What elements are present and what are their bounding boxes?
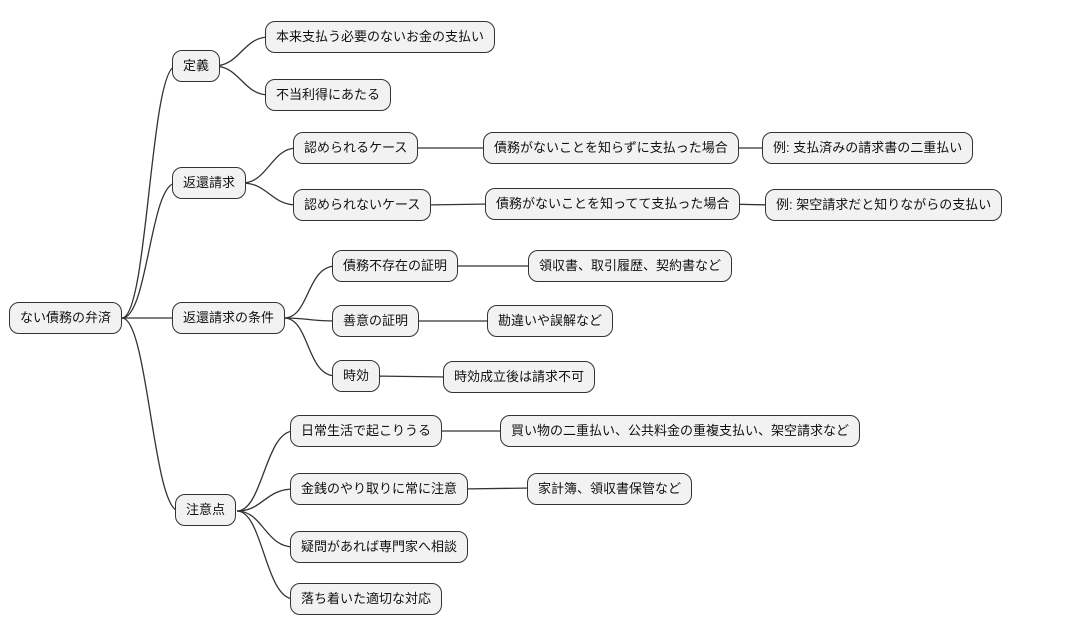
node-chuiten: 注意点 [175, 494, 237, 526]
node-proof-no-debt: 債務不存在の証明 [332, 250, 459, 282]
link-henkan-ng [241, 182, 298, 206]
link-teigi-2 [213, 65, 270, 96]
node-jiko-no-claim: 時効成立後は請求不可 [443, 361, 596, 393]
node-teigi: 定義 [172, 50, 221, 82]
node-misunderstanding: 勘違いや誤解など [487, 305, 614, 337]
node-calm-response: 落ち着いた適切な対応 [290, 583, 443, 615]
node-case-allowed: 認められるケース [293, 132, 419, 164]
link-joken-2 [283, 317, 337, 322]
node-henkan-joken: 返還請求の条件 [172, 302, 286, 334]
node-root: ない債務の弁済 [9, 302, 123, 334]
node-henkan-seikyu: 返還請求 [172, 167, 247, 199]
link-root-henkan [121, 182, 177, 319]
link-root-teigi [121, 65, 177, 319]
node-receipts-records: 領収書、取引履歴、契約書など [528, 250, 733, 282]
node-example-double-payment: 例: 支払済みの請求書の二重払い [762, 132, 974, 164]
link-chui-1 [236, 430, 295, 512]
link-ng-case [422, 203, 492, 206]
node-consult-expert: 疑問があれば専門家へ相談 [290, 531, 469, 563]
link-joken-1 [283, 265, 337, 319]
node-example-fictitious-billing: 例: 架空請求だと知りながらの支払い [765, 189, 1003, 221]
link-chui-2a [460, 487, 534, 490]
node-proof-good-faith: 善意の証明 [332, 305, 420, 337]
link-root-chui [121, 317, 180, 512]
link-chui-3 [236, 510, 295, 548]
node-paid-knowingly: 債務がないことを知ってて支払った場合 [485, 188, 741, 220]
node-household-records: 家計簿、領収書保管など [527, 473, 693, 505]
node-paid-unknowingly: 債務がないことを知らずに支払った場合 [483, 132, 739, 164]
link-joken-3 [283, 317, 337, 377]
node-teigi-futo-ritoku: 不当利得にあたる [265, 79, 392, 111]
node-case-not-allowed: 認められないケース [293, 189, 432, 221]
link-chui-2 [236, 488, 295, 512]
link-chui-4 [236, 510, 295, 600]
link-teigi-1 [213, 36, 270, 67]
node-teigi-payment: 本来支払う必要のないお金の支払い [265, 21, 496, 53]
node-money-caution: 金銭のやり取りに常に注意 [290, 473, 469, 505]
link-henkan-ok [241, 147, 298, 184]
node-jiko: 時効 [332, 360, 381, 392]
node-daily-examples: 買い物の二重払い、公共料金の重複支払い、架空請求など [500, 415, 861, 447]
node-daily-life: 日常生活で起こりうる [290, 415, 443, 447]
link-joken-3a [368, 375, 450, 378]
